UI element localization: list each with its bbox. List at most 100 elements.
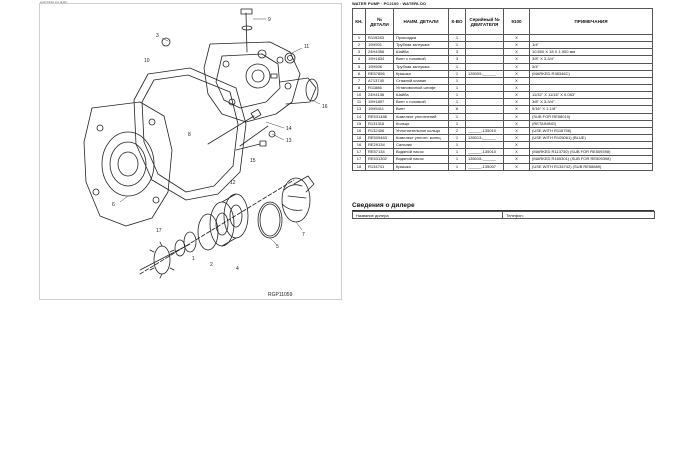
- cell-serial: ______-135010: [465, 126, 504, 135]
- cell-quantity: 3: [448, 55, 466, 64]
- cell-model: X: [503, 119, 530, 128]
- col-header-model: 9100: [503, 8, 530, 35]
- cell-serial: [465, 76, 504, 85]
- cell-part-name: Винт с головкой: [393, 98, 449, 107]
- cell-serial: [465, 91, 504, 100]
- cell-model: X: [503, 91, 530, 100]
- col-header-quantity: К-ВО: [448, 8, 466, 35]
- exploded-view-drawing: 9 3 11 10 16 14 13 8 15 6 17 7 5 4 2 1 1…: [83, 8, 328, 298]
- col-header-notes: ПРИМЕЧАНИЯ: [529, 8, 653, 35]
- cell-serial: [465, 55, 504, 64]
- col-header-part-name: НАИМ. ДЕТАЛИ: [393, 8, 449, 35]
- dealer-section-title: Сведения о дилере: [352, 202, 415, 209]
- cell-part-name: Сальник: [393, 141, 449, 150]
- cell-notes: [529, 141, 653, 150]
- cell-quantity: 1: [448, 119, 466, 128]
- top-caption: WATER PUMP: [40, 0, 67, 5]
- cell-model: X: [503, 105, 530, 114]
- cell-part-name: Установочный штифт: [393, 83, 449, 93]
- col-header-key: КН.: [352, 8, 366, 35]
- cell-part-name: Крышка: [393, 69, 449, 78]
- cell-notes: (MARKED R38346C): [529, 69, 653, 78]
- cell-key: 17: [352, 155, 366, 164]
- bolt-head-top: [240, 8, 253, 15]
- cell-part-number: R134741: [365, 162, 394, 171]
- callout-13: 13: [286, 138, 292, 144]
- cell-model: X: [503, 141, 530, 150]
- cell-part-name: Стяжной клапан: [393, 76, 449, 85]
- cell-part-number: R131316: [365, 119, 394, 128]
- cell-key: 16: [352, 141, 366, 150]
- cell-model: X: [503, 55, 530, 64]
- page-heading: WATER PUMP · PC2100 · WATERLOO: [352, 1, 427, 6]
- cell-quantity: 1: [448, 112, 466, 121]
- gasket-inner: [141, 74, 239, 193]
- cell-notes: [529, 76, 653, 85]
- cell-model: X: [503, 76, 530, 85]
- cell-notes: (USE WITH R116756): [529, 126, 653, 135]
- cell-serial: ______-135010: [465, 148, 504, 157]
- impeller: [281, 177, 311, 223]
- bearing-ring-3: [223, 193, 249, 239]
- cell-key: 5: [352, 62, 366, 71]
- cell-notes: (SUB FOR RE58019): [529, 112, 653, 121]
- table-header-row: КН. № ДЕТАЛИ НАИМ. ДЕТАЛИ К-ВО Серийный …: [352, 8, 653, 35]
- cell-quantity: 3: [448, 48, 466, 57]
- dealer-table: Название дилера Телефон:: [352, 211, 655, 219]
- cell-part-name: Комплект уплотн. колец: [393, 133, 449, 143]
- cell-quantity: 1: [448, 91, 466, 100]
- cell-serial: [465, 98, 504, 107]
- cell-serial: 135015-______: [465, 155, 504, 164]
- cell-model: X: [503, 41, 530, 50]
- housing-inner: [215, 53, 281, 109]
- callout-17: 17: [156, 228, 162, 234]
- cell-key: 14: [352, 112, 366, 121]
- outlet-port: [305, 78, 319, 102]
- cell-quantity: 1: [448, 141, 466, 150]
- cell-notes: 10.500 X 18 X 1.900 мм: [529, 48, 653, 57]
- cell-key: 7: [352, 76, 366, 85]
- cell-part-number: A713740: [365, 76, 394, 85]
- seal-ring: [183, 231, 197, 253]
- diagram-code: RGP11059: [268, 292, 293, 298]
- cell-quantity: 1: [448, 69, 466, 78]
- cell-part-name: Трубная заглушка: [393, 41, 449, 50]
- cell-quantity: 1: [448, 33, 466, 43]
- cell-notes: [529, 33, 653, 43]
- dealer-row: Название дилера Телефон:: [352, 211, 655, 219]
- cell-part-name: Водяной насос: [393, 155, 449, 164]
- cell-quantity: 2: [448, 126, 466, 135]
- housing-bore: [245, 63, 271, 89]
- cell-quantity: 1: [448, 83, 466, 93]
- shaft-axis: [139, 179, 295, 275]
- o-ring: [257, 201, 283, 239]
- cell-serial: [465, 141, 504, 150]
- cell-part-number: RE57134: [365, 148, 394, 157]
- callout-11: 11: [304, 44, 309, 50]
- cell-part-name: Шайба: [393, 48, 449, 57]
- cell-serial: ______-135007: [465, 162, 504, 171]
- cell-key: 8: [352, 83, 366, 93]
- callout-2: 2: [210, 262, 213, 268]
- callout-5: 5: [276, 244, 279, 250]
- cell-quantity: 1: [448, 62, 466, 71]
- cell-key: 16: [352, 133, 366, 143]
- cell-serial: [465, 48, 504, 57]
- cell-quantity: 1: [448, 148, 466, 157]
- cell-part-number: R11886: [365, 83, 394, 93]
- cell-serial: [465, 112, 504, 121]
- cell-part-number: RE57856: [365, 69, 394, 78]
- cell-notes: (RETAINING): [529, 119, 653, 128]
- cell-model: X: [503, 33, 530, 43]
- bolt-mid-2: [239, 125, 269, 147]
- cell-quantity: 1: [448, 41, 466, 50]
- cell-part-number: 19H5411: [365, 105, 394, 114]
- plug-small-2: [257, 49, 267, 59]
